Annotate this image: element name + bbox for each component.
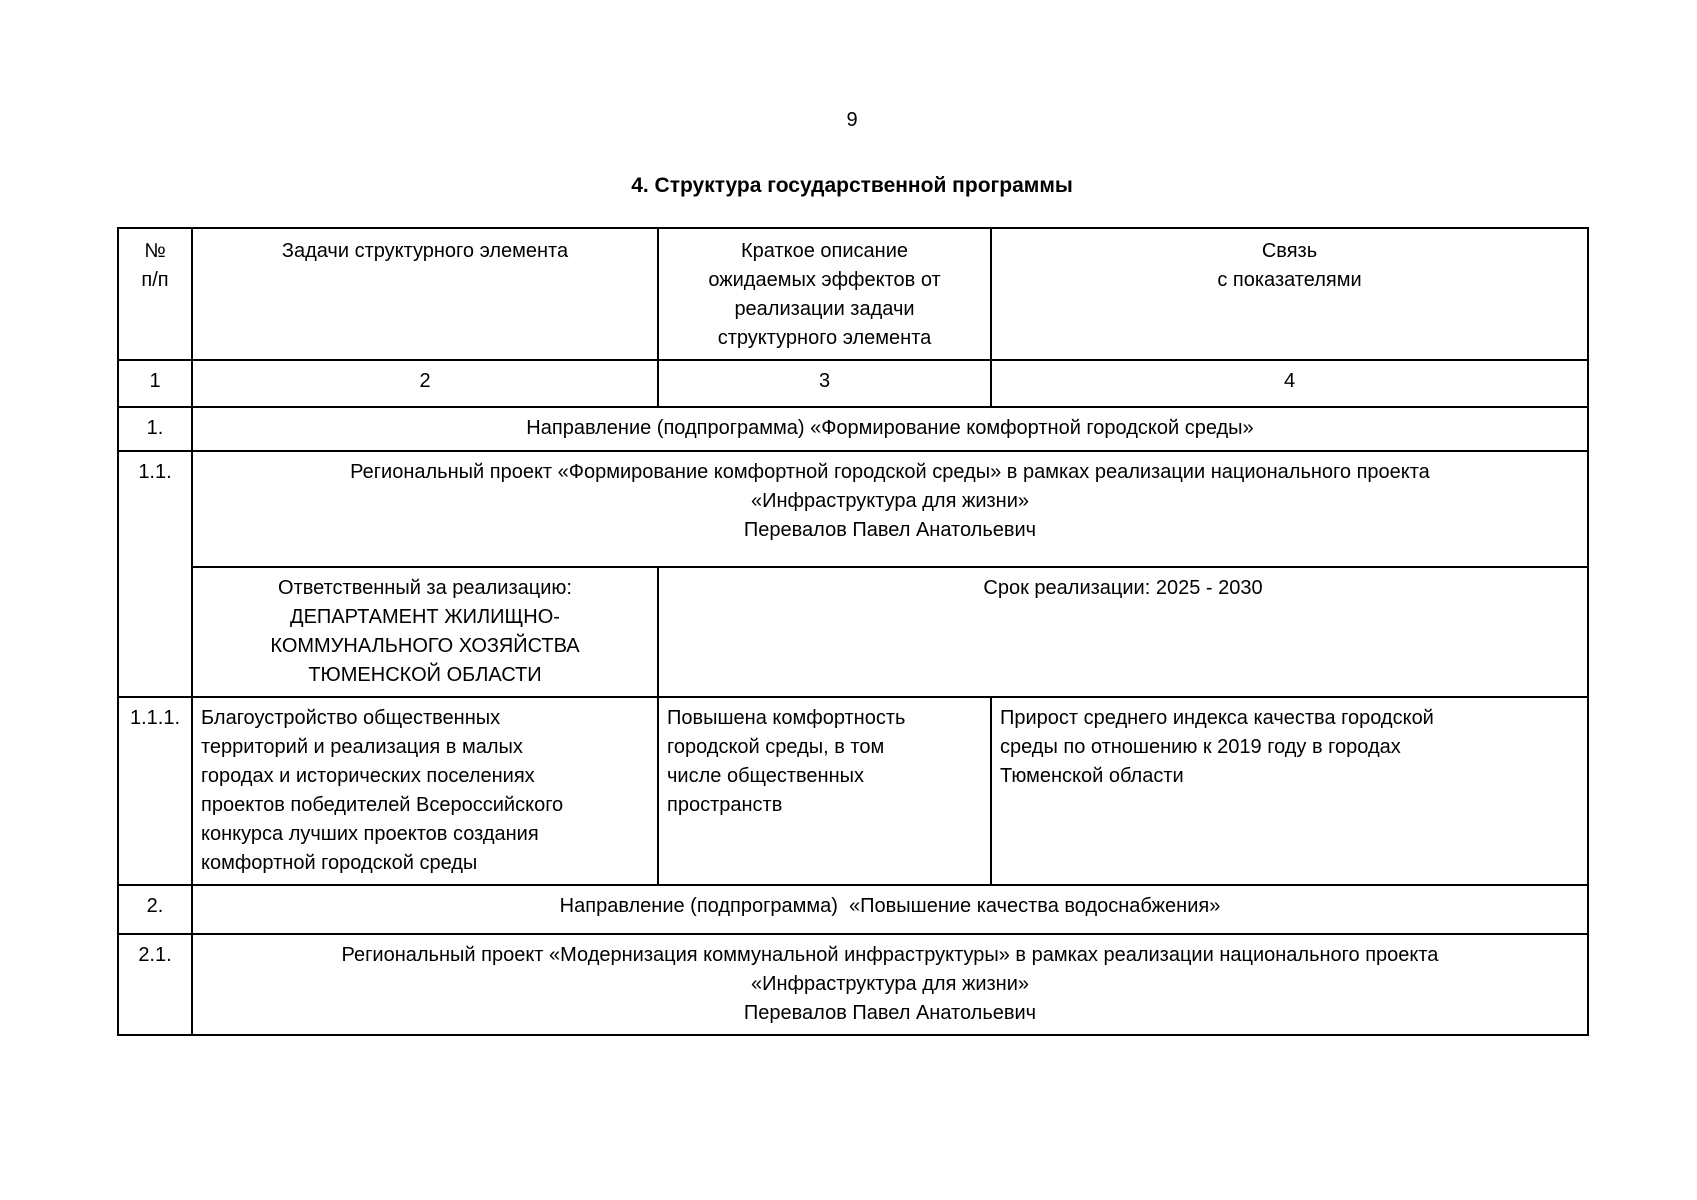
header-effects: Краткое описание ожидаемых эффектов от р… <box>657 227 992 361</box>
program-structure-table: № п/п Задачи структурного элемента Кратк… <box>117 227 1589 1036</box>
row-number: 2.1. <box>117 933 193 1036</box>
header-indicators: Связь с показателями <box>990 227 1589 361</box>
direction-1-title: Направление (подпрограмма) «Формирование… <box>191 406 1589 452</box>
page-title: 4. Структура государственной программы <box>631 174 1073 197</box>
table-row-task-1-1-1: 1.1.1. Благоустройство общественных терр… <box>117 696 1589 886</box>
document-page: 9 4. Структура государственной программы… <box>117 0 1589 1036</box>
table-row-direction-1: 1. Направление (подпрограмма) «Формирова… <box>117 406 1589 452</box>
column-number-3: 3 <box>657 359 992 408</box>
direction-2-title: Направление (подпрограмма) «Повышение ка… <box>191 884 1589 935</box>
table-row-project-1-1-details: Ответственный за реализацию: ДЕПАРТАМЕНТ… <box>118 566 1589 698</box>
row-number: 1. <box>117 406 193 452</box>
project-1-1-responsible: Ответственный за реализацию: ДЕПАРТАМЕНТ… <box>191 566 659 698</box>
column-number-2: 2 <box>191 359 659 408</box>
project-2-1-title: Региональный проект «Модернизация коммун… <box>191 933 1589 1036</box>
table-row-project-1-1: 1.1. Региональный проект «Формирование к… <box>117 450 1589 698</box>
project-1-1-title: Региональный проект «Формирование комфор… <box>191 450 1589 568</box>
table-row-project-2-1: 2.1. Региональный проект «Модернизация к… <box>117 933 1589 1036</box>
row-number: 1.1.1. <box>117 696 193 886</box>
project-1-1-period: Срок реализации: 2025 - 2030 <box>657 566 1589 698</box>
row-number: 1.1. <box>117 450 193 698</box>
column-number-1: 1 <box>117 359 193 408</box>
table-header-row: № п/п Задачи структурного элемента Кратк… <box>117 227 1589 361</box>
row-number: 2. <box>117 884 193 935</box>
task-1-1-1-effect: Повышена комфортность городской среды, в… <box>657 696 992 886</box>
task-1-1-1-description: Благоустройство общественных территорий … <box>191 696 659 886</box>
header-tasks: Задачи структурного элемента <box>191 227 659 361</box>
column-number-4: 4 <box>990 359 1589 408</box>
header-num: № п/п <box>117 227 193 361</box>
page-number: 9 <box>846 109 858 131</box>
column-numbers-row: 1 2 3 4 <box>117 359 1589 408</box>
table-row-direction-2: 2. Направление (подпрограмма) «Повышение… <box>117 884 1589 935</box>
task-1-1-1-indicator: Прирост среднего индекса качества городс… <box>990 696 1589 886</box>
